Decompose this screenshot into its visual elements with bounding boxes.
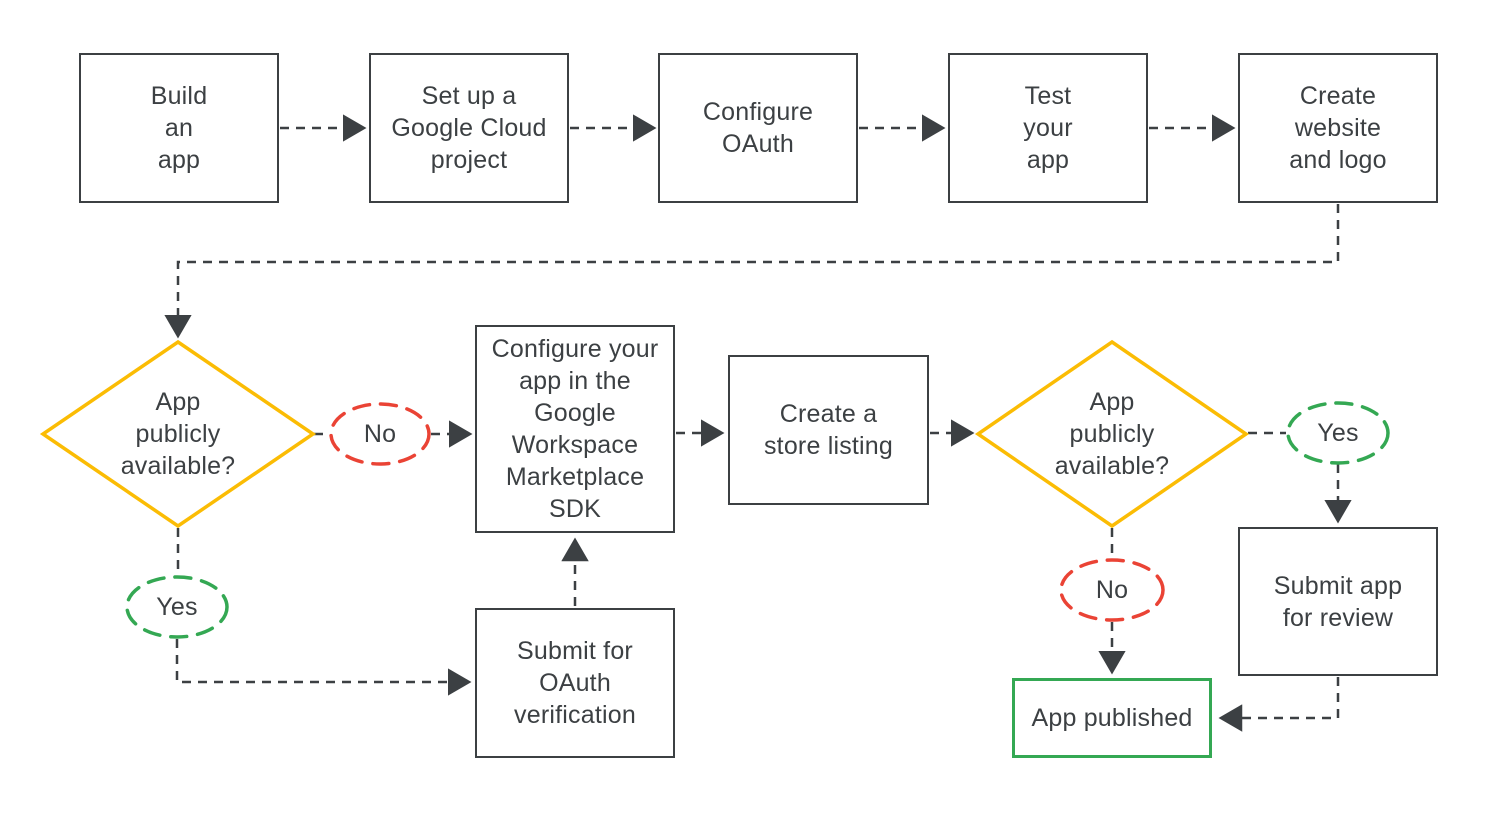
edge-yes1-to-oauth-verification xyxy=(175,639,472,696)
decision2-diamond xyxy=(974,339,1250,529)
no2-label-wrap: No xyxy=(1061,560,1163,620)
decision1-label-wrap: App publicly available? xyxy=(78,386,278,482)
node-submit-for-oauth-verification-label: Submit for OAuth verification xyxy=(514,637,636,729)
edge-website-to-decision1 xyxy=(164,204,1340,339)
no1-label: No xyxy=(363,420,397,448)
no2-oval xyxy=(1059,558,1165,622)
node-setup-google-cloud-project: Set up a Google Cloud project xyxy=(369,53,569,203)
node-app-published: App published xyxy=(1012,678,1212,758)
yes1-label-wrap: Yes xyxy=(127,577,227,637)
node-submit-for-oauth-verification: Submit for OAuth verification xyxy=(475,608,675,758)
node-setup-google-cloud-project-label: Set up a Google Cloud project xyxy=(391,82,547,174)
no2-label: No xyxy=(1095,576,1129,604)
edge-review-to-published xyxy=(1218,677,1340,732)
node-test-your-app: Test your app xyxy=(948,53,1148,203)
node-build-an-app-label: Build an app xyxy=(150,82,208,174)
decision2-label-wrap: App publicly available? xyxy=(1012,386,1212,482)
node-configure-marketplace-sdk-label: Configure your app in the Google Workspa… xyxy=(491,335,659,523)
no1-oval xyxy=(329,402,431,466)
node-create-store-listing: Create a store listing xyxy=(728,355,929,505)
yes2-oval xyxy=(1286,401,1390,465)
no1-label-wrap: No xyxy=(331,404,429,464)
node-configure-oauth-label: Configure OAuth xyxy=(702,98,814,158)
node-submit-app-for-review: Submit app for review xyxy=(1238,527,1438,676)
node-build-an-app: Build an app xyxy=(79,53,279,203)
node-test-your-app-label: Test your app xyxy=(1023,82,1073,174)
node-create-website-and-logo-label: Create website and logo xyxy=(1289,82,1387,174)
decision1-label: App publicly available? xyxy=(120,388,236,480)
yes2-label-wrap: Yes xyxy=(1288,403,1388,463)
yes2-label: Yes xyxy=(1317,419,1359,447)
node-configure-oauth: Configure OAuth xyxy=(658,53,858,203)
decision1-diamond xyxy=(39,339,317,529)
node-configure-marketplace-sdk: Configure your app in the Google Workspa… xyxy=(475,325,675,533)
node-app-published-label: App published xyxy=(1031,704,1193,732)
node-submit-app-for-review-label: Submit app for review xyxy=(1273,571,1403,632)
yes1-label: Yes xyxy=(156,593,198,621)
node-create-store-listing-label: Create a store listing xyxy=(763,400,894,460)
yes1-oval xyxy=(125,575,229,639)
decision2-label: App publicly available? xyxy=(1054,388,1170,480)
node-create-website-and-logo: Create website and logo xyxy=(1238,53,1438,203)
